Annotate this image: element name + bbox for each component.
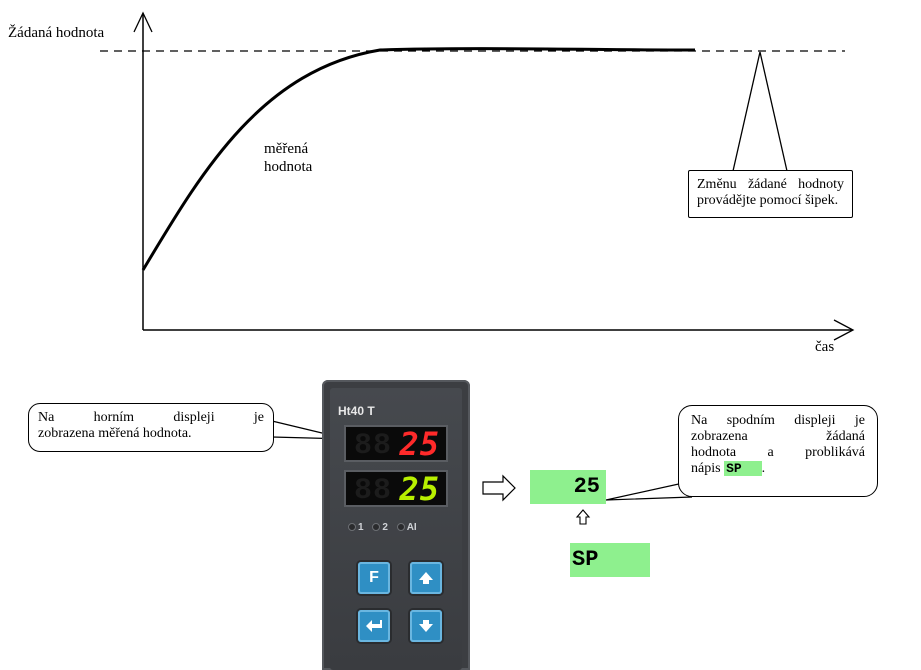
device-model-label: Ht40 T bbox=[338, 404, 375, 418]
lower-callout-line1: Na spodním displeji je bbox=[691, 413, 865, 428]
arrow-up-icon bbox=[419, 572, 433, 584]
up-key-button[interactable] bbox=[410, 562, 442, 594]
controller-device: Ht40 T 88 25 88 25 1 2 AI F bbox=[322, 380, 470, 670]
setpoint-callout-line1: Změnu žádané hodnoty bbox=[697, 177, 844, 192]
upper-display-ghost-digits: 88 bbox=[354, 429, 393, 463]
upper-display-value: 25 bbox=[399, 425, 440, 463]
setpoint-callout-line2: provádějte pomocí šipek. bbox=[697, 193, 839, 208]
lower-display-ghost-digits: 88 bbox=[354, 474, 393, 508]
lower-callout-suffix: . bbox=[761, 461, 766, 476]
upper-display-callout: Na horním displeji je zobrazena měřená h… bbox=[28, 403, 274, 452]
right-arrow-icon bbox=[482, 474, 516, 502]
led-1-icon bbox=[348, 523, 356, 532]
blink-value-box: 25 bbox=[530, 470, 606, 504]
curve-label-line2: hodnota bbox=[264, 159, 313, 175]
led-1-label: 1 bbox=[358, 522, 364, 533]
x-axis-arrowhead bbox=[833, 319, 855, 341]
lower-callout-line4: nápis SP. bbox=[691, 461, 865, 477]
sp-badge: SP bbox=[724, 461, 762, 476]
upper-callout-line1: Na horním displeji je bbox=[38, 410, 264, 425]
device-front-panel: Ht40 T 88 25 88 25 1 2 AI F bbox=[330, 388, 462, 670]
measured-value-curve bbox=[141, 47, 696, 271]
lower-callout-line2: zobrazena žádaná bbox=[691, 429, 865, 444]
lower-display-value: 25 bbox=[399, 470, 440, 508]
down-key-button[interactable] bbox=[410, 610, 442, 642]
led-indicator-row: 1 2 AI bbox=[348, 522, 458, 533]
setpoint-callout: Změnu žádané hodnoty provádějte pomocí š… bbox=[688, 170, 853, 218]
f-key-button[interactable]: F bbox=[358, 562, 390, 594]
led-2-icon bbox=[372, 523, 381, 532]
blink-sp-box: SP bbox=[570, 543, 650, 577]
y-axis-label: Žádaná hodnota bbox=[8, 25, 105, 41]
curve-label: měřená hodnota bbox=[264, 140, 312, 176]
led-al-label: AI bbox=[406, 522, 417, 533]
arrow-down-icon bbox=[419, 620, 433, 632]
enter-key-button[interactable] bbox=[358, 610, 390, 642]
led-1: 1 bbox=[348, 522, 364, 533]
upper-display: 88 25 bbox=[344, 425, 448, 463]
led-2-label: 2 bbox=[382, 522, 388, 533]
led-al-icon bbox=[396, 523, 405, 532]
lower-display: 88 25 bbox=[344, 470, 448, 508]
setpoint-callout-pointer bbox=[732, 51, 788, 172]
blink-double-arrow-icon bbox=[575, 509, 591, 525]
lower-callout-prefix: nápis bbox=[691, 461, 721, 476]
led-al: AI bbox=[396, 522, 417, 533]
upper-callout-line2: zobrazena měřená hodnota. bbox=[38, 426, 192, 441]
x-axis-label: čas bbox=[815, 339, 835, 355]
y-axis-arrowhead bbox=[133, 11, 153, 33]
enter-icon bbox=[366, 620, 382, 632]
led-2: 2 bbox=[372, 522, 388, 533]
lower-callout-line3: hodnota a problikává bbox=[691, 445, 865, 460]
lower-display-callout: Na spodním displeji je zobrazena žádaná … bbox=[678, 405, 878, 497]
curve-label-line1: měřená bbox=[264, 141, 309, 157]
